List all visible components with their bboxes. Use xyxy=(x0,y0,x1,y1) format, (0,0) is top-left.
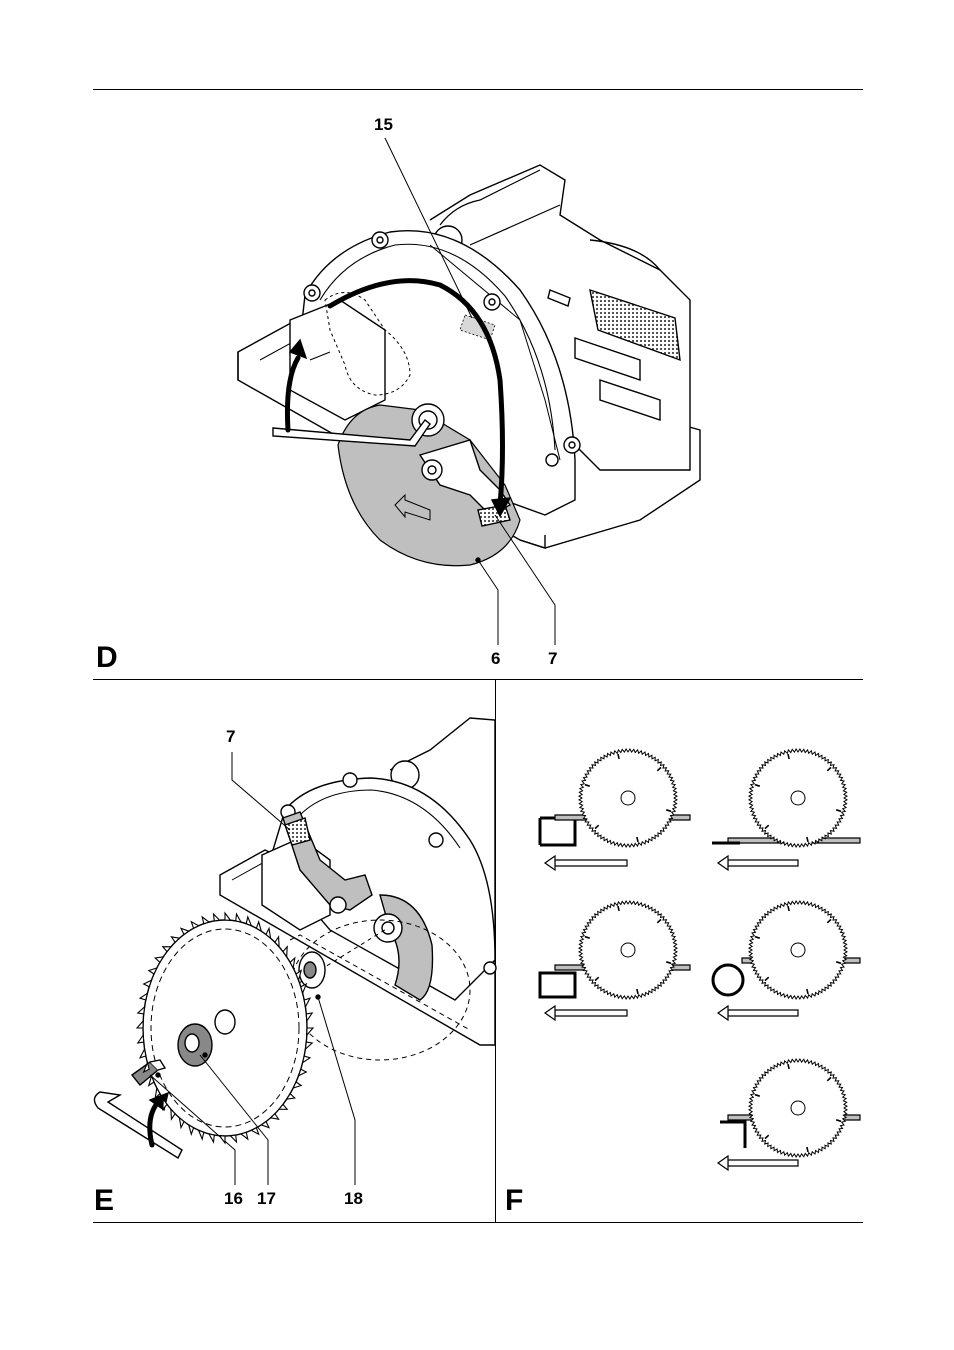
f-saw-blade xyxy=(749,1059,847,1157)
callout-e-18: 18 xyxy=(344,1190,363,1207)
panel-f-blades xyxy=(579,749,847,1157)
panel-d-illustration xyxy=(238,138,700,645)
callout-d-7: 7 xyxy=(548,650,557,667)
f-saw-blade xyxy=(579,901,677,999)
f-saw-blade xyxy=(749,901,847,999)
panel-letter-e: E xyxy=(94,1186,114,1216)
callout-e-7: 7 xyxy=(226,728,235,745)
callout-e-16: 16 xyxy=(224,1190,243,1207)
f-saw-blade xyxy=(579,749,677,847)
panel-e-illustration xyxy=(94,718,496,1185)
f-saw-blade xyxy=(749,749,847,847)
panel-letter-f: F xyxy=(505,1186,523,1216)
callout-d-6: 6 xyxy=(491,650,500,667)
callout-e-17: 17 xyxy=(257,1190,276,1207)
panel-letter-d: D xyxy=(96,643,118,673)
callout-d-15: 15 xyxy=(374,116,393,133)
